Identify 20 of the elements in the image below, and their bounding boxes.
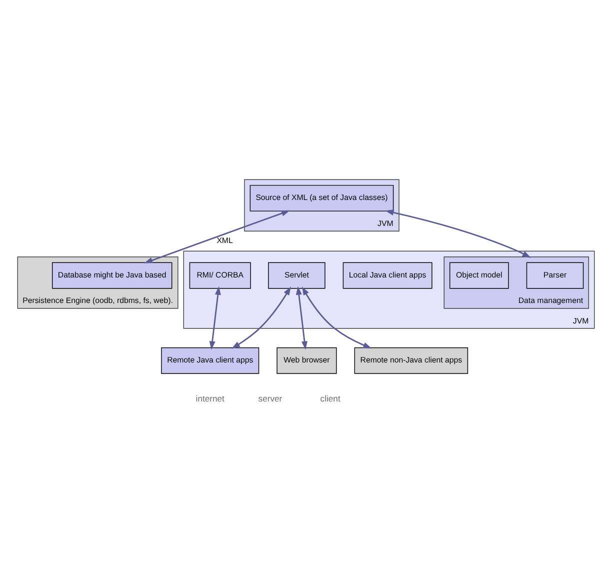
arrow	[296, 286, 308, 350]
arrow	[385, 210, 531, 258]
node-box: Local Java client apps	[342, 262, 432, 289]
node-box: Database might be Java based	[52, 262, 172, 289]
node-box: RMI/ CORBA	[189, 262, 251, 289]
edge-label: XML	[216, 236, 233, 246]
node-box: Object model	[449, 262, 509, 289]
label: server	[258, 393, 282, 404]
label: client	[320, 393, 340, 404]
label: internet	[196, 393, 224, 404]
node-box: Parser	[526, 262, 584, 289]
node-box: Web browser	[276, 347, 337, 374]
arrow	[209, 286, 221, 350]
arrow	[302, 286, 372, 348]
node-box: Source of XML (a set of Java classes)	[250, 184, 394, 212]
arrow	[144, 210, 290, 264]
node-box: Remote Java client apps	[161, 347, 260, 374]
arrow	[231, 286, 291, 349]
node-box: Remote non-Java client apps	[354, 347, 468, 374]
node-box: Servlet	[268, 262, 326, 289]
